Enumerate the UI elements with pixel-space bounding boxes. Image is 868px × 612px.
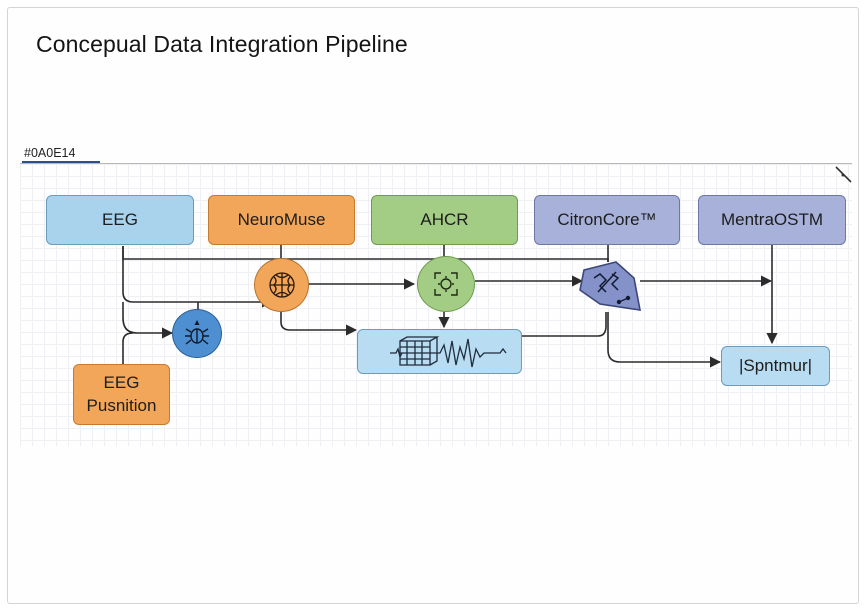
- connector-eeg-trunk: [122, 246, 274, 308]
- citroncore-node[interactable]: [576, 258, 644, 314]
- connector-eeg-top-line: [122, 246, 609, 262]
- eeg-box[interactable]: EEG: [46, 195, 194, 245]
- ahcr-node[interactable]: [417, 256, 475, 312]
- bug-node[interactable]: [172, 309, 222, 358]
- connector-eeg-to-bug: [122, 302, 174, 339]
- grid-cube-icon: [398, 335, 439, 366]
- connector-waveform-right: [522, 312, 607, 337]
- mentraostm-box-label: MentraOSTM: [720, 209, 824, 229]
- neuromuse-box[interactable]: NeuroMuse: [208, 195, 355, 245]
- connector-citron-down: [607, 312, 722, 368]
- waveform-box[interactable]: [357, 329, 522, 374]
- shuffle-icon: [593, 271, 620, 293]
- eeg-pusnition-line1: EEG: [103, 372, 140, 392]
- eeg-pusnition-box[interactable]: EEG Pusnition: [73, 364, 170, 425]
- focus-target-icon: [434, 272, 458, 296]
- waveform-icon: [389, 335, 507, 367]
- neuromuse-box-label: NeuroMuse: [237, 209, 326, 229]
- bug-icon: [185, 319, 209, 345]
- spntmur-box[interactable]: |Spntmur|: [721, 346, 830, 386]
- eeg-box-label: EEG: [102, 209, 138, 229]
- eeg-pusnition-line2: Pusnition: [86, 395, 157, 415]
- neuromuse-node[interactable]: [254, 258, 309, 312]
- ahcr-box-label: AHCR: [420, 209, 469, 229]
- mentraostm-box[interactable]: MentraOSTM: [698, 195, 846, 245]
- connector-pusnition-up: [122, 332, 134, 365]
- page-title: Concepual Data Integration Pipeline: [36, 31, 408, 57]
- citroncore-box-label: CitronCore™: [557, 209, 657, 229]
- spntmur-box-label: |Spntmur|: [738, 355, 813, 375]
- color-code-underline: [22, 161, 100, 163]
- brain-icon: [268, 272, 295, 298]
- citroncore-box[interactable]: CitronCore™: [534, 195, 680, 245]
- color-code-label: #0A0E14: [24, 146, 76, 160]
- connector-neuromuse-down: [280, 310, 358, 336]
- ahcr-box[interactable]: AHCR: [371, 195, 518, 245]
